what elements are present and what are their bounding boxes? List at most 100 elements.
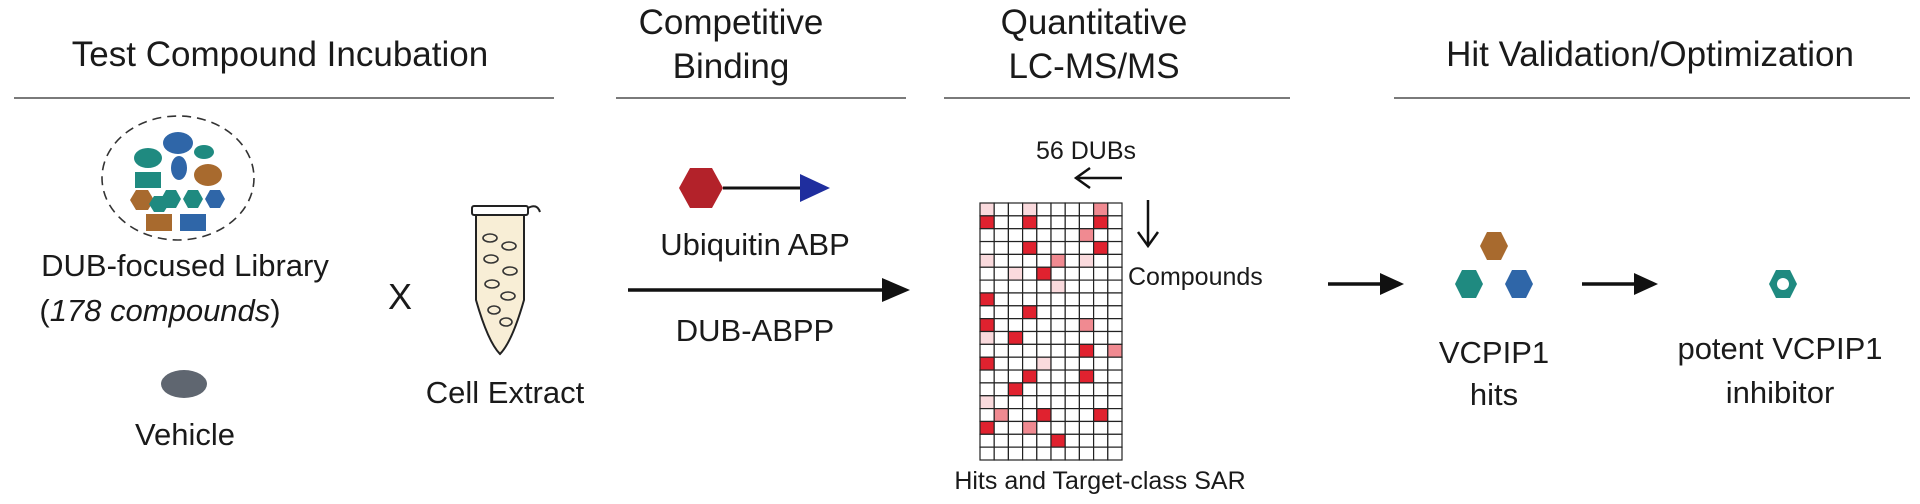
heatmap-cell [1078,420,1095,435]
heatmap-cell [1021,369,1038,384]
heatmap-cell [1021,266,1038,281]
heatmap-cell [993,420,1010,435]
compound-library-icon [101,115,255,241]
heatmap-cell [1007,202,1024,217]
heatmap-cell [993,356,1010,371]
heatmap-cell [1107,292,1123,307]
heatmap-cell [1107,356,1123,371]
heatmap-cell [993,215,1010,230]
heatmap-cell [979,408,995,423]
heatmap-cell [1036,446,1052,461]
heatmap-cell [979,356,995,371]
heatmap-cell [1050,408,1066,423]
heatmap-cell [1078,215,1095,230]
heatmap-cell [1021,279,1038,294]
header-incubation: Test Compound Incubation [71,35,489,74]
heatmap-cell [1107,408,1123,423]
heatmap-cell [1050,305,1066,320]
heatmap-cell [993,292,1010,307]
heatmap-cell [979,420,995,435]
heatmap-cell [1021,395,1038,410]
heatmap-cell [1064,292,1080,307]
heatmap-cell [1092,253,1109,268]
vehicle-label: Vehicle [135,417,235,452]
rule-binding [616,97,906,99]
heatmap-cell [1107,279,1123,294]
heatmap-cell [1050,279,1066,294]
heatmap-cell [1107,420,1123,435]
library-title: DUB-focused Library [41,248,329,283]
heatmap-cell [1078,446,1095,461]
heatmap-cell [993,240,1010,256]
heatmap-cell [1064,420,1080,435]
heatmap-cell [1064,228,1080,243]
heatmap-cell [1078,330,1095,345]
heatmap-cell [1092,240,1109,256]
cell-extract-label: Cell Extract [425,375,585,410]
heatmap-cell [1007,253,1024,268]
heatmap-cell [1021,228,1038,243]
heatmap-cell [1007,240,1024,256]
header-binding-line1: Competitive [638,3,824,42]
heatmap-cell [993,266,1010,281]
vcpip1-hits-line2: hits [1469,377,1519,412]
heatmap-cell [1064,202,1080,217]
heatmap-cell [1078,343,1095,358]
heatmap-cell [1064,253,1080,268]
heatmap-cell [1036,395,1052,410]
heatmap-cell [1050,446,1066,461]
heatmap-cell [1107,343,1123,358]
header-validation: Hit Validation/Optimization [1446,35,1854,74]
heatmap-cell [1092,318,1109,333]
heatmap-cell [1007,446,1024,461]
heatmap-cell [1092,369,1109,384]
header-binding-line2: Binding [672,47,790,86]
heatmap-cell [1036,330,1052,345]
heatmap-cell [1092,395,1109,410]
heatmap-cell [979,318,995,333]
compounds-direction-arrow [1136,200,1160,249]
heatmap-cell [979,446,995,461]
rule-validation [1394,97,1910,99]
abpp-arrow [628,278,910,302]
heatmap-cell [1050,266,1066,281]
heatmap-cell [979,292,995,307]
heatmap-cell [1078,369,1095,384]
heatmap-cell [993,330,1010,345]
heatmap-cell [1036,279,1052,294]
heatmap-cell [979,266,995,281]
heatmap-cell [1092,305,1109,320]
heatmap-cell [1021,202,1038,217]
rule-incubation [14,97,554,99]
dubs-label: 56 DUBs [1035,137,1137,165]
times-symbol: X [387,276,412,317]
heatmap-cell [1050,292,1066,307]
inhibitor-line2: inhibitor [1725,375,1835,410]
heatmap-cell [1050,253,1066,268]
heatmap-cell [1007,318,1024,333]
heatmap-cell [979,330,995,345]
heatmap-cell [1064,395,1080,410]
heatmap-cell [1107,266,1123,281]
heatmap-cell [1064,305,1080,320]
heatmap-cell [979,369,995,384]
heatmap-cell [1007,305,1024,320]
heatmap-cell [1007,343,1024,358]
heatmap-cell [979,215,995,230]
heatmap-cell [1021,318,1038,333]
heatmap-cell [1107,240,1123,256]
heatmap-cell [1107,369,1123,384]
heatmap-cell [1064,369,1080,384]
dub-abpp-label: DUB-ABPP [675,313,835,348]
heatmap-cell [993,382,1010,397]
heatmap-cell [1007,266,1024,281]
heatmap-cell [1036,382,1052,397]
heatmap-cell [1050,356,1066,371]
heatmap-cell [1036,228,1052,243]
heatmap-cell [1078,395,1095,410]
heatmap-cell [993,343,1010,358]
heatmap-cell [1092,420,1109,435]
heatmap-cell [1078,318,1095,333]
arrow-to-hits [1328,273,1404,295]
heatmap-cell [1107,253,1123,268]
